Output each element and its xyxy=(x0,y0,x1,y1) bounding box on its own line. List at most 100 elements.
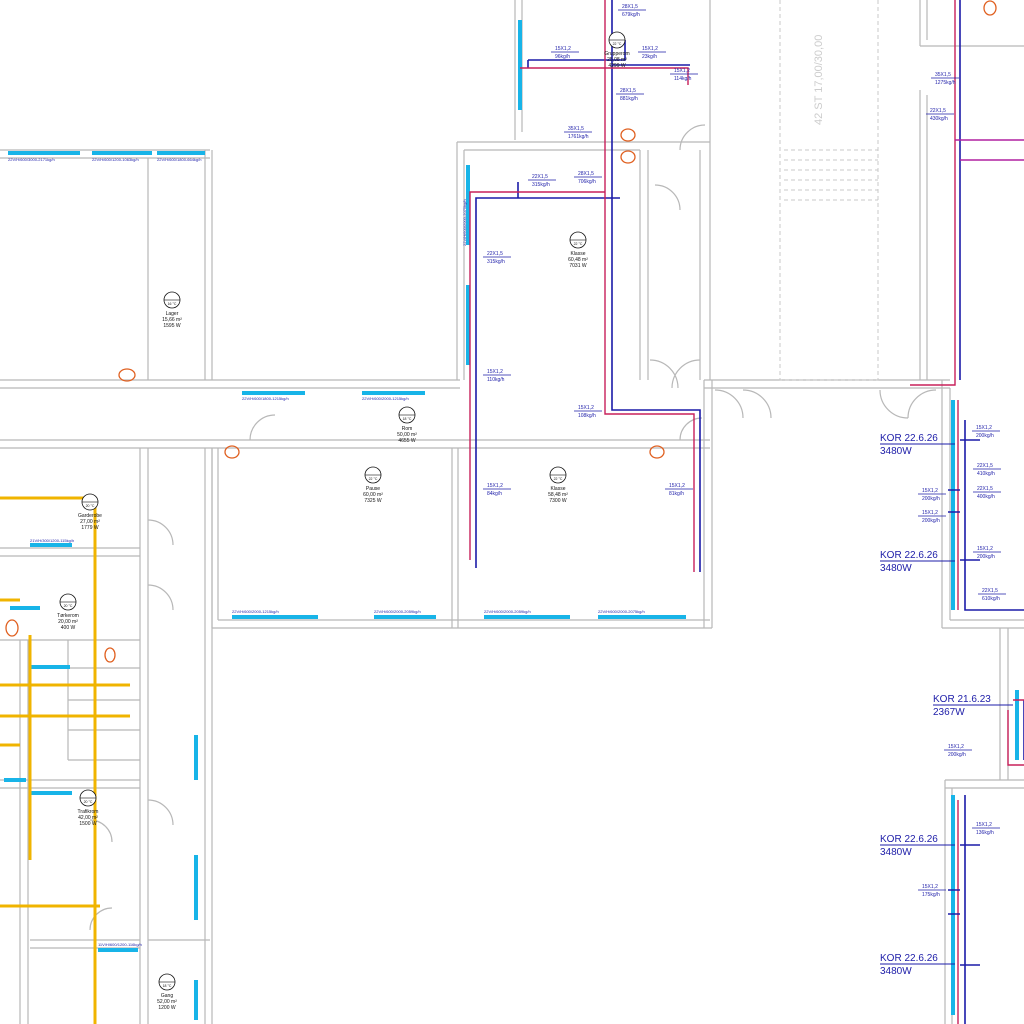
pipe-label: 15X1,2 114kg/h xyxy=(670,68,698,82)
pipe-dimension: 28X1,5 xyxy=(578,171,594,177)
kor-name: KOR 22.6.26 xyxy=(880,550,938,561)
room-temp: 22 °C xyxy=(574,242,583,246)
radiator-label: 22V/H/600/2000-2075kg/h xyxy=(598,609,645,614)
cooling-pipes xyxy=(0,496,130,1024)
pipe-label: 22X1,5 410kg/h xyxy=(973,463,1001,477)
pipe-dimension: 22X1,5 xyxy=(532,174,548,180)
room-power: 1595 W xyxy=(163,323,181,329)
pipe-label: 22X1,5 315kg/h xyxy=(483,251,511,265)
kor-power: 3480W xyxy=(880,563,912,574)
kor-power: 3480W xyxy=(880,966,912,977)
radiator-label: 22V/H/600/2000-2075kg/h xyxy=(462,199,467,246)
pipe-dimension: 22X1,5 xyxy=(977,463,993,469)
room-temp: 18 °C xyxy=(163,984,172,988)
room-name: Rom xyxy=(402,426,413,432)
pipe-label: 22X1,5 315kg/h xyxy=(528,174,556,188)
pipe-dimension: 22X1,5 xyxy=(930,108,946,114)
pipe-flow: 679kg/h xyxy=(622,12,640,18)
pipe-dimension: 22X1,5 xyxy=(977,486,993,492)
room-area: 20,00 m² xyxy=(58,619,78,625)
room-area: 58,48 m² xyxy=(548,492,568,498)
pipe-dimension: 15X1,2 xyxy=(976,425,992,431)
pipe-dimension: 15X1,2 xyxy=(922,488,938,494)
pipe-dimension: 15X1,2 xyxy=(669,483,685,489)
room-name: Lager xyxy=(166,311,179,317)
kor-name: KOR 22.6.26 xyxy=(880,953,938,964)
pipe-dimension: 22X1,5 xyxy=(982,588,998,594)
pipe-dimension: 15X1,2 xyxy=(922,510,938,516)
pipe-flow: 410kg/h xyxy=(977,471,995,477)
pipe-dimension: 35X1,5 xyxy=(568,126,584,132)
pipe-label: 22X1,5 400kg/h xyxy=(973,486,1001,500)
pipe-flow: 200kg/h xyxy=(922,518,940,524)
room-temp: 20 °C xyxy=(86,504,95,508)
pipe-dimension: 28X1,5 xyxy=(620,88,636,94)
pipe-label: 15X1,2 200kg/h xyxy=(918,488,946,502)
room-area: 27,00 m² xyxy=(80,519,100,525)
room-temp: 22 °C xyxy=(369,477,378,481)
pipe-flow: 114kg/h xyxy=(674,76,692,82)
room-temp: 20 °C xyxy=(64,604,73,608)
room-temp: 16 °C xyxy=(168,302,177,306)
room-name: Gang xyxy=(161,993,173,999)
pipe-label: 22X1,5 430kg/h xyxy=(926,108,954,122)
pipe-dimension: 15X1,2 xyxy=(922,884,938,890)
room-temp: 20 °C xyxy=(84,800,93,804)
room-temp: 18 °C xyxy=(403,417,412,421)
pipe-dimension: 22X1,5 xyxy=(487,251,503,257)
room-name: Grupperom xyxy=(604,51,629,57)
pipe-flow: 175kg/h xyxy=(922,892,940,898)
pipe-dimension: 15X1,2 xyxy=(642,46,658,52)
room-power: 1779 W xyxy=(81,525,99,531)
kor-name: KOR 21.6.23 xyxy=(933,694,991,705)
heating-pipes xyxy=(469,0,1024,1024)
radiator-label: 22V/H/600/2000-1215kg/h xyxy=(232,609,279,614)
room-power: 7031 W xyxy=(569,263,587,269)
pipe-flow: 400kg/h xyxy=(977,494,995,500)
room-area: 15,66 m² xyxy=(162,317,182,323)
kor-power: 3480W xyxy=(880,446,912,457)
pipe-flow: 315kg/h xyxy=(487,259,505,265)
pipe-dimension: 28X1,5 xyxy=(622,4,638,10)
pipe-label: 15X1,2 175kg/h xyxy=(918,884,946,898)
pipe-dimension: 15X1,2 xyxy=(948,744,964,750)
room-area: 50,00 m² xyxy=(397,432,417,438)
room-temp: 22 °C xyxy=(554,477,563,481)
pipe-dimension: 15X1,2 xyxy=(674,68,690,74)
pipe-flow: 84kg/h xyxy=(487,491,502,497)
pipe-flow: 1761kg/h xyxy=(568,134,589,140)
room-name: Trafikrom xyxy=(78,809,99,815)
pipe-dimension: 35X1,5 xyxy=(935,72,951,78)
room-temp: 22 °C xyxy=(613,42,622,46)
kor-name: KOR 22.6.26 xyxy=(880,433,938,444)
pipe-flow: 430kg/h xyxy=(930,116,948,122)
pipe-dimension: 15X1,2 xyxy=(976,822,992,828)
room-area: 52,00 m² xyxy=(157,999,177,1005)
room-power: 400 W xyxy=(61,625,76,631)
room-area: 60,48 m² xyxy=(568,257,588,263)
radiator-label: 22V/H/600/2000-1215kg/h xyxy=(362,396,409,401)
room-power: 1500 W xyxy=(79,821,97,827)
pipe-flow: 706kg/h xyxy=(578,179,596,185)
pipe-flow: 315kg/h xyxy=(532,182,550,188)
radiator-label: 22V/H/600/2000-2059kg/h xyxy=(484,609,531,614)
pipe-label: 28X1,5 706kg/h xyxy=(574,171,602,185)
radiator-label: 22V/H/600/1800-664kg/h xyxy=(157,157,201,162)
pipe-flow: 81kg/h xyxy=(669,491,684,497)
corridor-heat-labels: KOR 22.6.26 3480W KOR 22.6.26 3480W KOR … xyxy=(880,433,1013,977)
pipe-flow: 23kg/h xyxy=(642,54,657,60)
pipe-flow: 200kg/h xyxy=(922,496,940,502)
